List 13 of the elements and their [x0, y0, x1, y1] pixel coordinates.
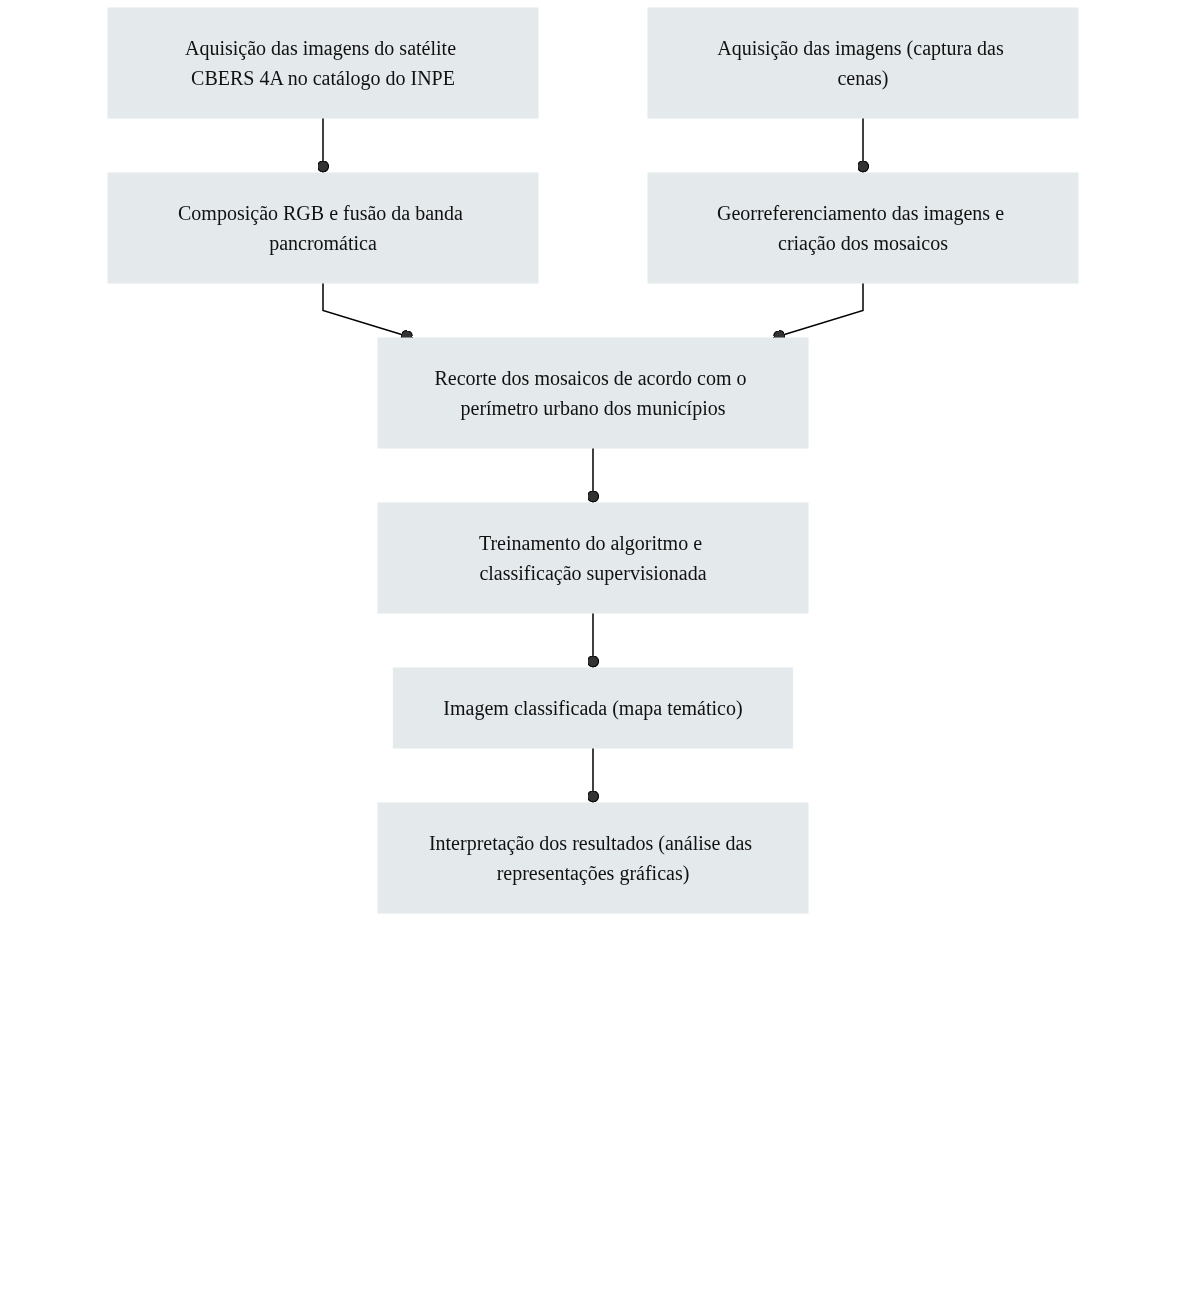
connector — [316, 117, 330, 174]
node-box: Composição RGB e fusão da banda pancromática — [107, 172, 539, 284]
connector — [586, 447, 600, 504]
node-box: Recorte dos mosaicos de acordo com o perímetro urbano dos municípios — [377, 337, 809, 449]
node-box: Imagem classificada (mapa temático) — [392, 667, 794, 749]
node-box: Treinamento do algoritmo e classificação supervisionada — [377, 502, 809, 614]
connector — [586, 612, 600, 669]
node-box: Georreferenciamento das imagens e criação dos mosaicos — [647, 172, 1079, 284]
node-box: Aquisição das imagens (captura das cenas) — [647, 7, 1079, 119]
connector — [586, 747, 600, 804]
node-box: Aquisição das imagens do satélite CBERS 4A no catálogo do INPE — [107, 7, 539, 119]
connector — [856, 117, 870, 174]
node-box: Interpretação dos resultados (análise das representações gráficas) — [377, 802, 809, 914]
